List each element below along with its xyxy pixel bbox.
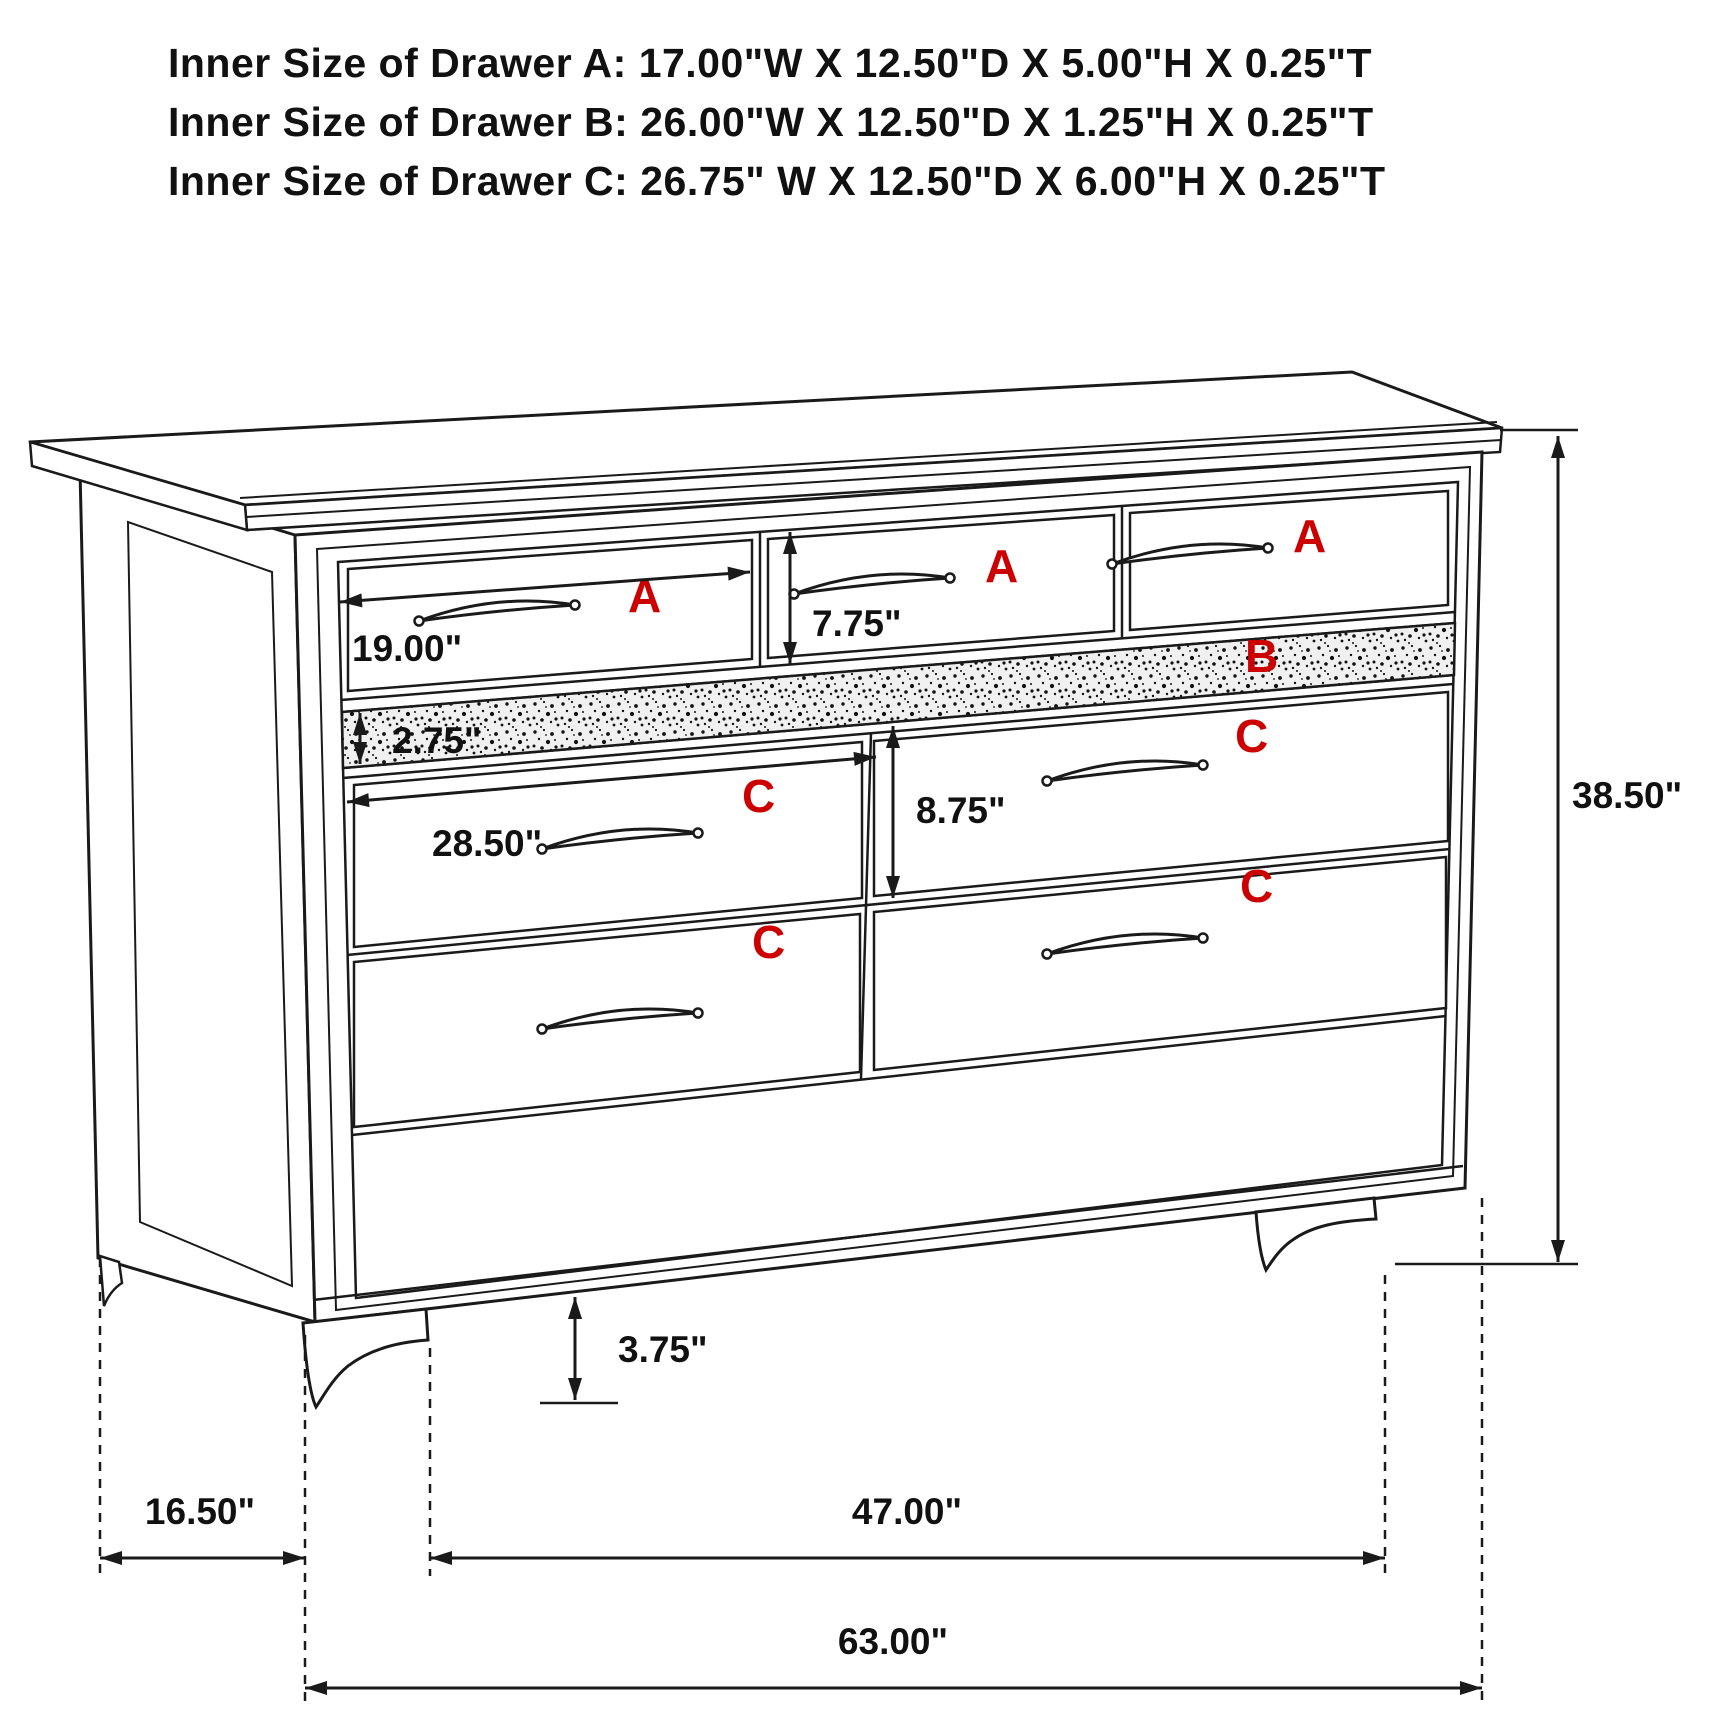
dim-arrow-drawer-a-width — [339, 566, 751, 608]
drawer-c2-right-front — [872, 855, 1448, 1072]
drawer-a3-front — [1128, 489, 1450, 632]
drawer-c1-right-front — [872, 690, 1450, 898]
dim-drawer-a-width-label: 19.00" — [352, 628, 462, 669]
jewelry-drawer-b-strip — [340, 621, 1457, 770]
drawer-a2-front — [766, 513, 1116, 660]
left-side-recessed-panel — [126, 520, 294, 1288]
dim-drawer-b-height-label: 2.75" — [392, 720, 482, 761]
dim-leg-height-label: 3.75" — [618, 1329, 708, 1370]
dim-drawer-c-height-label: 8.75" — [916, 790, 1006, 831]
front-frame-inner — [336, 480, 1460, 1300]
drawer-c2-left-letter: C — [752, 916, 785, 968]
dresser-left-side-panel — [78, 467, 317, 1325]
drawer-inner-size-notes: Inner Size of Drawer A: 17.00"W X 12.50"… — [168, 34, 1386, 211]
back-left-foot — [98, 1254, 124, 1307]
drawer-c1-right-letter: C — [1235, 710, 1268, 762]
dim-arrow-drawer-c-width — [346, 751, 877, 808]
dim-total-height-label: 38.50" — [1572, 775, 1682, 816]
dim-feet-span-label: 47.00" — [852, 1491, 962, 1532]
drawer-c2-right-letter: C — [1240, 860, 1273, 912]
front-right-foot — [1254, 1196, 1378, 1274]
c-row-bottom-line — [351, 1014, 1447, 1137]
top-slab-bevel-line — [245, 439, 1502, 518]
top-slab-left-edge — [28, 440, 249, 532]
drawer-c1-left-letter: C — [742, 770, 775, 822]
dim-depth-label: 16.50" — [145, 1491, 255, 1532]
base-molding-line — [312, 1164, 1464, 1302]
drawer-b-inner-size: Inner Size of Drawer B: 26.00"W X 12.50"… — [168, 99, 1374, 145]
drawer-a-inner-size: Inner Size of Drawer A: 17.00"W X 12.50"… — [168, 40, 1373, 86]
dim-drawer-a-height-label: 7.75" — [812, 603, 902, 644]
drawer-a2-letter: A — [985, 540, 1018, 592]
top-surface-molding-line — [239, 421, 1498, 499]
drawer-b-letter: B — [1245, 630, 1278, 682]
dim-drawer-c-width-label: 28.50" — [432, 823, 542, 864]
front-frame-bevel — [315, 465, 1472, 1312]
c-row-division-line — [346, 847, 1451, 957]
dim-total-width-label: 63.00" — [838, 1621, 948, 1662]
front-left-foot — [301, 1307, 430, 1411]
rail-below-top-drawers — [340, 610, 1456, 702]
drawer-c-inner-size: Inner Size of Drawer C: 26.75" W X 12.50… — [168, 158, 1386, 204]
drawer-a3-letter: A — [1293, 510, 1326, 562]
